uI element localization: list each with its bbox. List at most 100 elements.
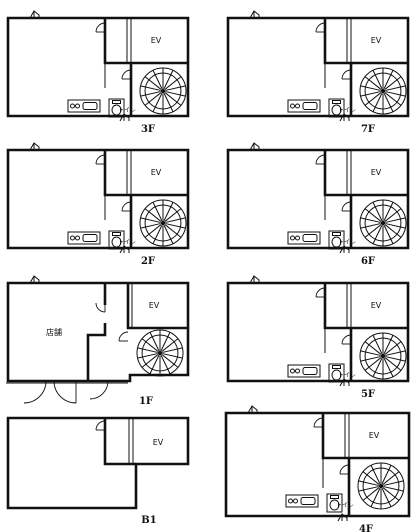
entrance-door — [89, 380, 109, 400]
roof-vent-mark — [29, 142, 40, 151]
door-swing — [121, 69, 132, 80]
core-partition — [321, 413, 409, 460]
door-swing — [95, 154, 106, 165]
floor-label-3f: 3F — [141, 124, 155, 135]
toilet: トイレ — [108, 98, 136, 118]
toilet-label: トイレ — [118, 107, 136, 114]
toilet: トイレ — [326, 493, 354, 513]
kitchenette — [67, 231, 101, 245]
core-partition — [323, 18, 408, 65]
core-partition — [103, 150, 188, 197]
floor-label-4f: 4F — [359, 524, 373, 532]
kitchenette — [67, 99, 101, 113]
toilet-label: トイレ — [118, 239, 136, 246]
plan-b1: EV B1 — [6, 416, 190, 526]
roof-vent-mark — [119, 113, 130, 122]
roof-vent-mark — [247, 405, 258, 414]
door-swing — [315, 287, 326, 298]
elevator-label: EV — [371, 36, 382, 45]
door-swing — [118, 331, 129, 342]
outer-wall — [226, 281, 410, 383]
outer-wall — [6, 148, 190, 250]
elevator-label: EV — [371, 301, 382, 310]
entrance-door — [23, 380, 47, 404]
door-swing — [315, 22, 326, 33]
roof-vent-mark — [249, 142, 260, 151]
roof-vent-mark — [29, 275, 40, 284]
roof-vent-mark — [337, 513, 348, 522]
door-swing — [313, 417, 324, 428]
core-partition — [323, 150, 408, 197]
elevator-label: EV — [149, 301, 160, 310]
core-partition — [126, 283, 188, 330]
roof-vent-mark — [29, 10, 40, 19]
plan-2f: EV トイレ 2F — [6, 142, 190, 267]
roof-vent-mark — [119, 245, 130, 254]
elevator-label: EV — [153, 438, 164, 447]
core-partition — [103, 18, 188, 65]
plan-5f: EV トイレ 5F — [226, 275, 410, 400]
door-swing — [121, 201, 132, 212]
kitchenette — [285, 494, 319, 508]
door-swing — [95, 302, 106, 313]
kitchenette — [287, 231, 321, 245]
toilet: トイレ — [108, 230, 136, 250]
plan-7f: EV トイレ 7F — [226, 10, 410, 135]
toilet-label: トイレ — [338, 107, 356, 114]
door-swing — [95, 22, 106, 33]
floor-label-7f: 7F — [361, 124, 375, 135]
roof-vent-mark — [249, 275, 260, 284]
roof-vent-mark — [339, 113, 350, 122]
spiral-staircase — [359, 199, 407, 247]
door-swing — [95, 420, 106, 431]
plan-3f: EV トイレ 3F — [6, 10, 190, 135]
roof-vent-mark — [339, 378, 350, 387]
floor-label-6f: 6F — [361, 256, 375, 267]
outer-wall — [224, 411, 411, 518]
outer-wall — [226, 148, 410, 250]
roof-vent-mark — [339, 245, 350, 254]
toilet: トイレ — [328, 363, 356, 383]
floor-label-5f: 5F — [361, 389, 375, 400]
kitchenette — [287, 364, 321, 378]
entrance-door — [53, 380, 77, 404]
elevator-label: EV — [369, 431, 380, 440]
roof-vent-mark — [249, 10, 260, 19]
plan-6f: EV トイレ 6F — [226, 142, 410, 267]
toilet-label: トイレ — [338, 372, 356, 379]
spiral-staircase — [136, 329, 184, 377]
toilet-label: トイレ — [338, 239, 356, 246]
door-swing — [341, 201, 352, 212]
elevator-label: EV — [371, 168, 382, 177]
plans-layer: EV トイレ 3F EV トイレ 7F EV トイレ 2F EV トイレ 6F EV トイレ 5F EV トイレ… — [6, 10, 411, 532]
outer-wall — [6, 416, 190, 510]
shop-label: 店舗 — [46, 327, 62, 337]
spiral-staircase — [139, 67, 187, 115]
spiral-staircase — [359, 67, 407, 115]
floor-label-b1: B1 — [141, 515, 156, 526]
door-swing — [339, 464, 350, 475]
core-partition — [323, 283, 408, 330]
kitchenette — [287, 99, 321, 113]
plan-4f: EV トイレ 4F — [224, 405, 411, 532]
outer-wall — [226, 16, 410, 118]
door-swing — [315, 154, 326, 165]
toilet: トイレ — [328, 98, 356, 118]
outer-wall — [6, 16, 190, 118]
spiral-staircase — [357, 462, 405, 510]
spiral-staircase — [139, 199, 187, 247]
toilet: トイレ — [328, 230, 356, 250]
door-swing — [341, 69, 352, 80]
elevator-label: EV — [151, 36, 162, 45]
shop-partition — [86, 283, 107, 381]
floor-label-2f: 2F — [141, 256, 155, 267]
elevator-label: EV — [151, 168, 162, 177]
spiral-staircase — [359, 332, 407, 380]
door-swing — [341, 334, 352, 345]
toilet-label: トイレ — [336, 502, 354, 509]
outer-wall — [6, 281, 190, 383]
core-partition — [103, 418, 136, 466]
